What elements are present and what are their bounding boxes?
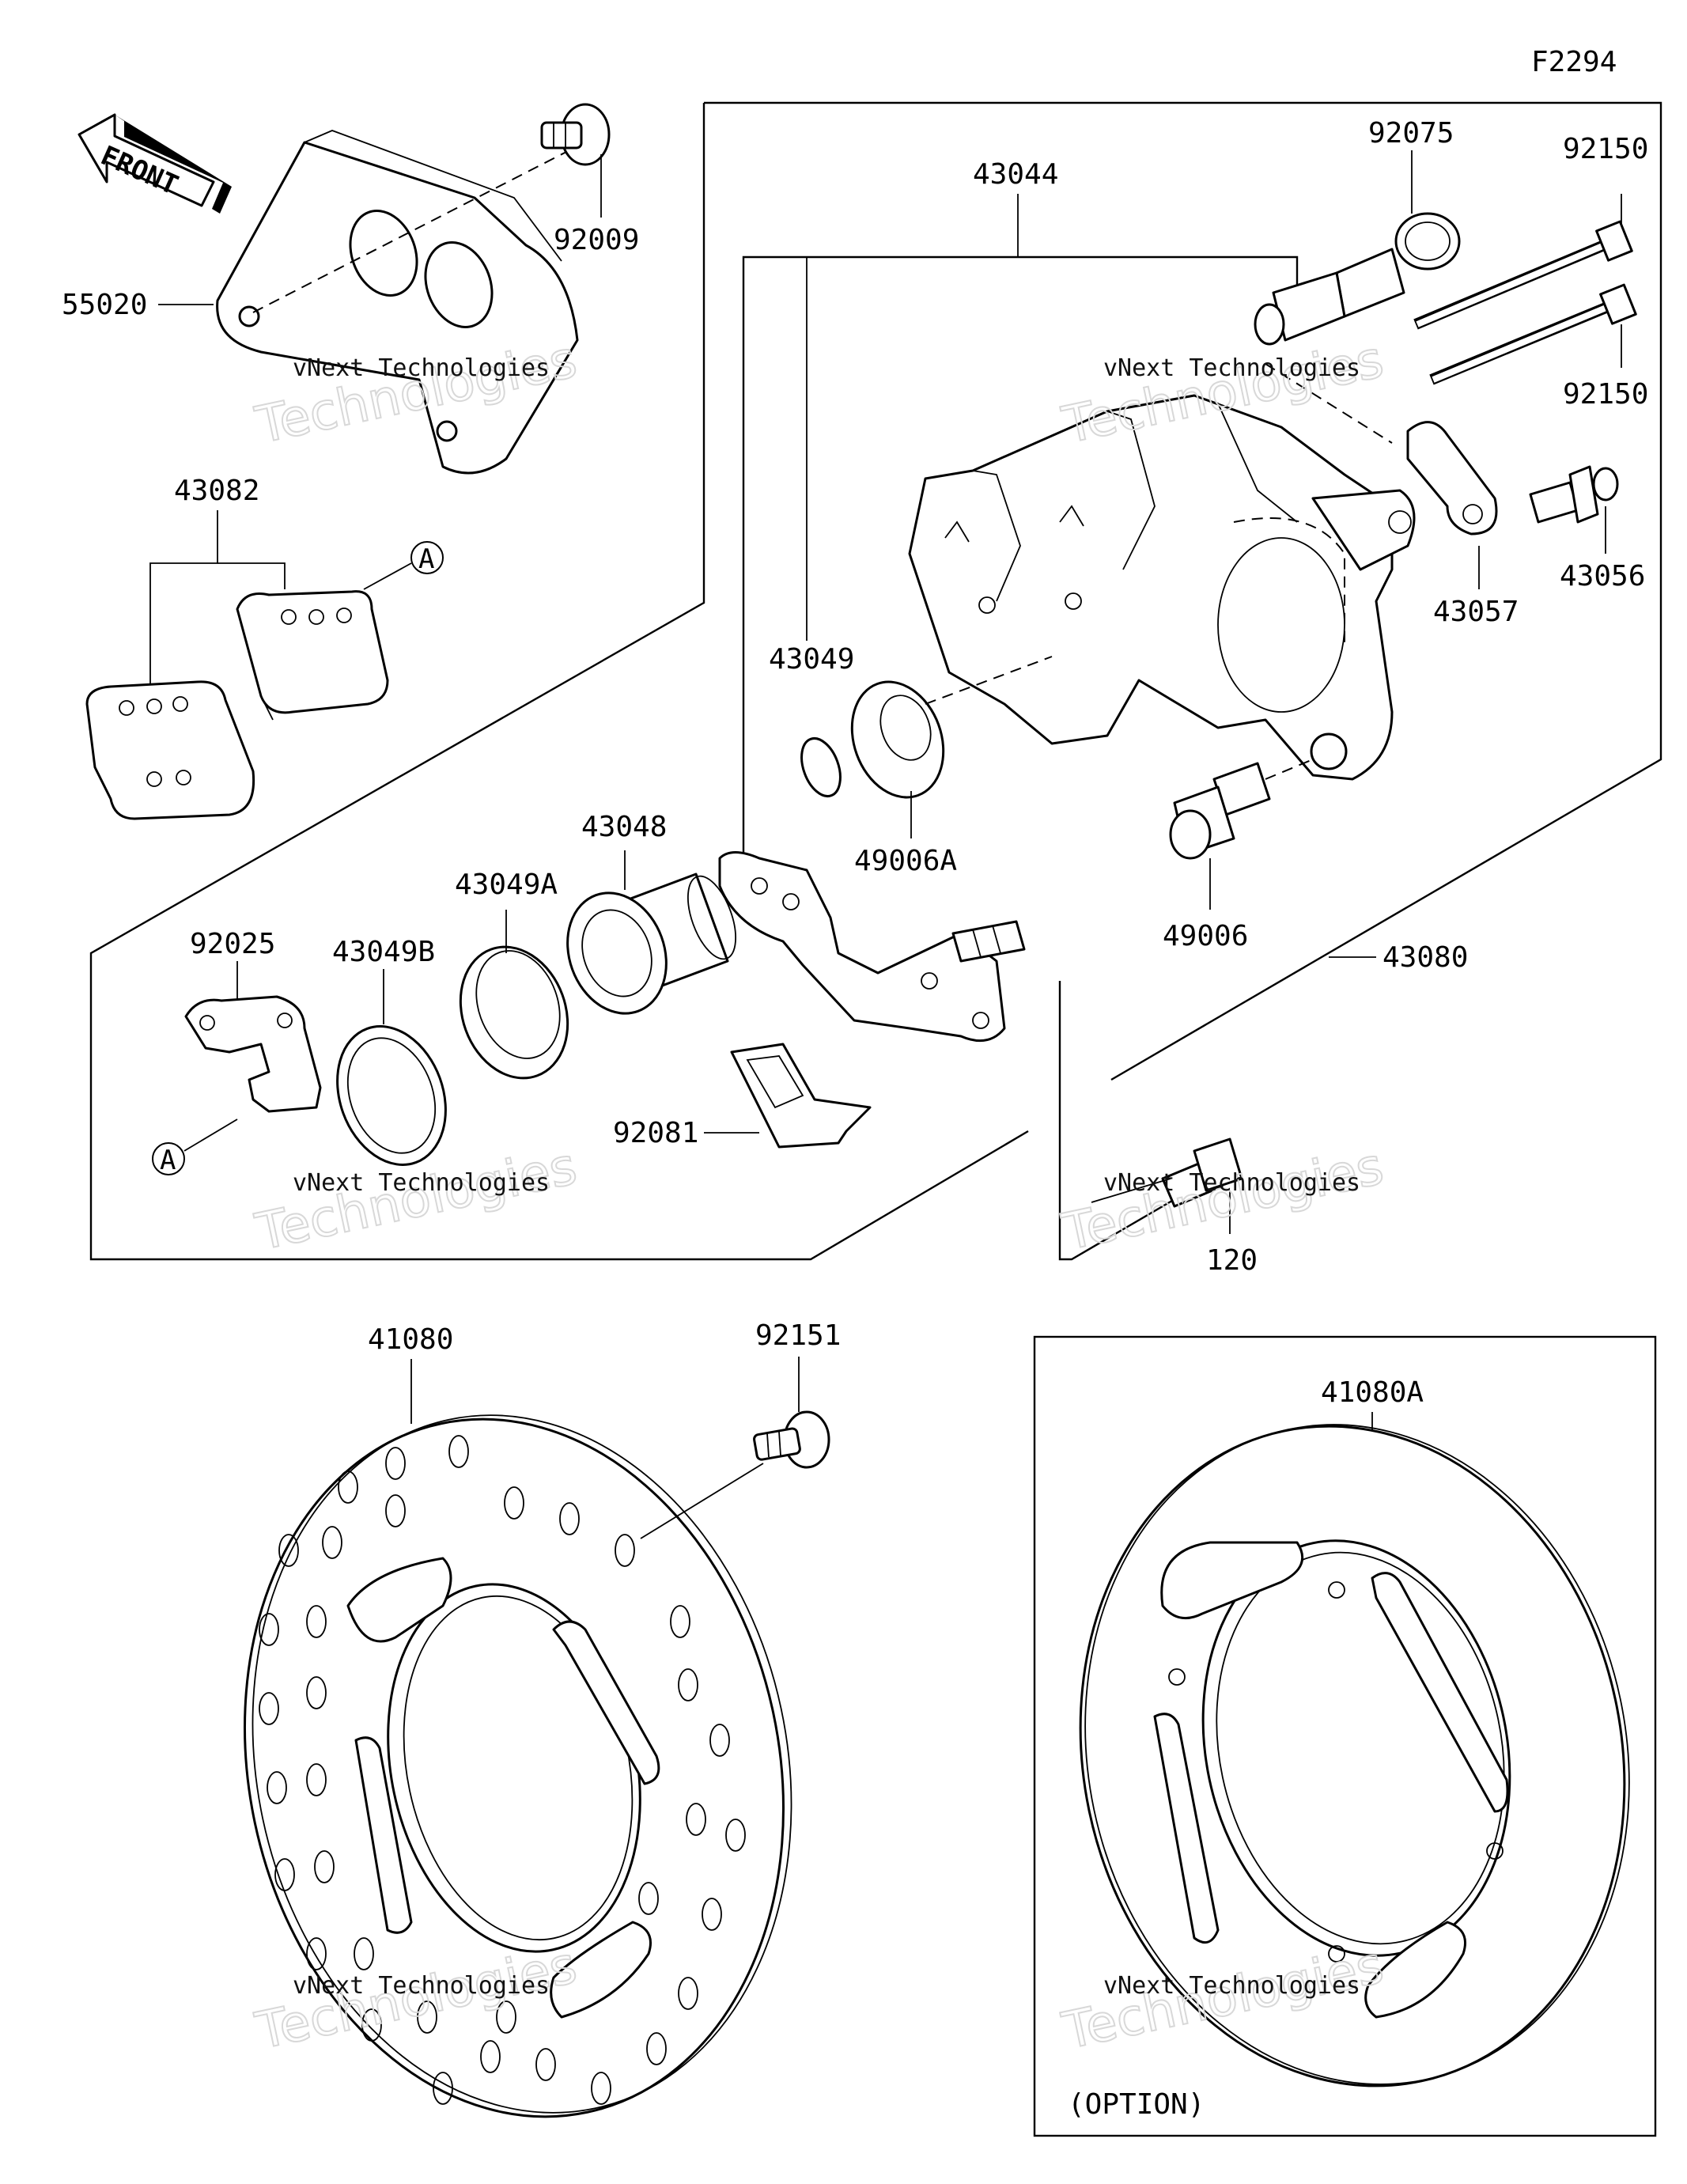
caliper-body-43044 xyxy=(908,363,1416,781)
label-43044: 43044 xyxy=(973,158,1058,191)
pin-92150-upper xyxy=(1413,220,1633,330)
caliper-bracket-55020 xyxy=(216,130,579,475)
label-92025: 92025 xyxy=(190,928,275,960)
caliper-group-boundary xyxy=(704,101,1662,1081)
brake-pad-front xyxy=(85,680,255,820)
svg-text:vNext Technologies: vNext Technologies xyxy=(1103,1972,1360,2000)
label-43080: 43080 xyxy=(1383,941,1468,974)
subassembly-43044-boundary xyxy=(742,255,1299,854)
label-49006A: 49006A xyxy=(854,845,957,877)
label-55020: 55020 xyxy=(62,289,147,321)
label-41080A: 41080A xyxy=(1321,1376,1424,1409)
pad-spring-43057 xyxy=(1406,421,1498,536)
pad-spring-92025 xyxy=(184,995,322,1113)
marker-a-top-label: A xyxy=(418,543,434,575)
piston-92075 xyxy=(1254,212,1461,346)
bolt-92151 xyxy=(640,1410,830,1539)
caliper-bracket-arm xyxy=(718,851,1026,1043)
brake-pad-rear xyxy=(236,590,389,721)
label-49006: 49006 xyxy=(1163,920,1248,952)
label-43049B: 43049B xyxy=(332,936,435,968)
boot-49006A xyxy=(850,656,1053,799)
bolt-120 xyxy=(1091,1137,1243,1208)
label-43082: 43082 xyxy=(174,475,259,507)
label-43048: 43048 xyxy=(581,811,667,843)
bolt-92009 xyxy=(540,103,611,166)
pin-92150-lower xyxy=(1429,283,1637,385)
svg-text:vNext Technologies: vNext Technologies xyxy=(1103,1169,1360,1197)
label-43049: 43049 xyxy=(769,643,854,676)
pad-guide-92081 xyxy=(730,1043,872,1149)
label-92150-lower: 92150 xyxy=(1563,378,1648,411)
brake-disc-41080A xyxy=(1079,1424,1630,2087)
svg-text:vNext Technologies: vNext Technologies xyxy=(1103,354,1360,382)
svg-text:vNext Technologies: vNext Technologies xyxy=(293,1169,550,1197)
label-92075: 92075 xyxy=(1368,117,1454,150)
washer-43049 xyxy=(800,737,842,797)
label-41080: 41080 xyxy=(368,1323,453,1356)
label-92081: 92081 xyxy=(613,1117,698,1149)
marker-a-bottom-label: A xyxy=(160,1145,176,1176)
option-box xyxy=(1033,1335,1657,2137)
marker-a-bottom xyxy=(152,1142,185,1175)
disc-holes xyxy=(259,1435,746,2105)
option-label: (OPTION) xyxy=(1068,2088,1205,2121)
seal-43049A xyxy=(459,945,569,1080)
boot-pin-49006 xyxy=(1169,759,1314,860)
label-43057: 43057 xyxy=(1433,596,1519,628)
label-92150-upper: 92150 xyxy=(1563,133,1648,165)
label-43056: 43056 xyxy=(1560,560,1645,592)
bleeder-valve-43056 xyxy=(1529,465,1619,524)
label-92009: 92009 xyxy=(554,224,639,256)
figure-code: F2294 xyxy=(1531,46,1617,78)
piston-43048 xyxy=(566,872,736,1015)
front-arrow-icon: FRONT xyxy=(78,113,232,214)
svg-text:vNext Technologies: vNext Technologies xyxy=(293,1972,550,2000)
marker-a-top xyxy=(410,541,444,574)
label-92151: 92151 xyxy=(755,1319,841,1352)
label-43049A: 43049A xyxy=(455,869,558,901)
svg-text:vNext Technologies: vNext Technologies xyxy=(293,354,550,382)
brake-disc-41080 xyxy=(244,1414,792,2118)
label-120: 120 xyxy=(1206,1244,1258,1277)
seal-43049B xyxy=(336,1025,447,1166)
